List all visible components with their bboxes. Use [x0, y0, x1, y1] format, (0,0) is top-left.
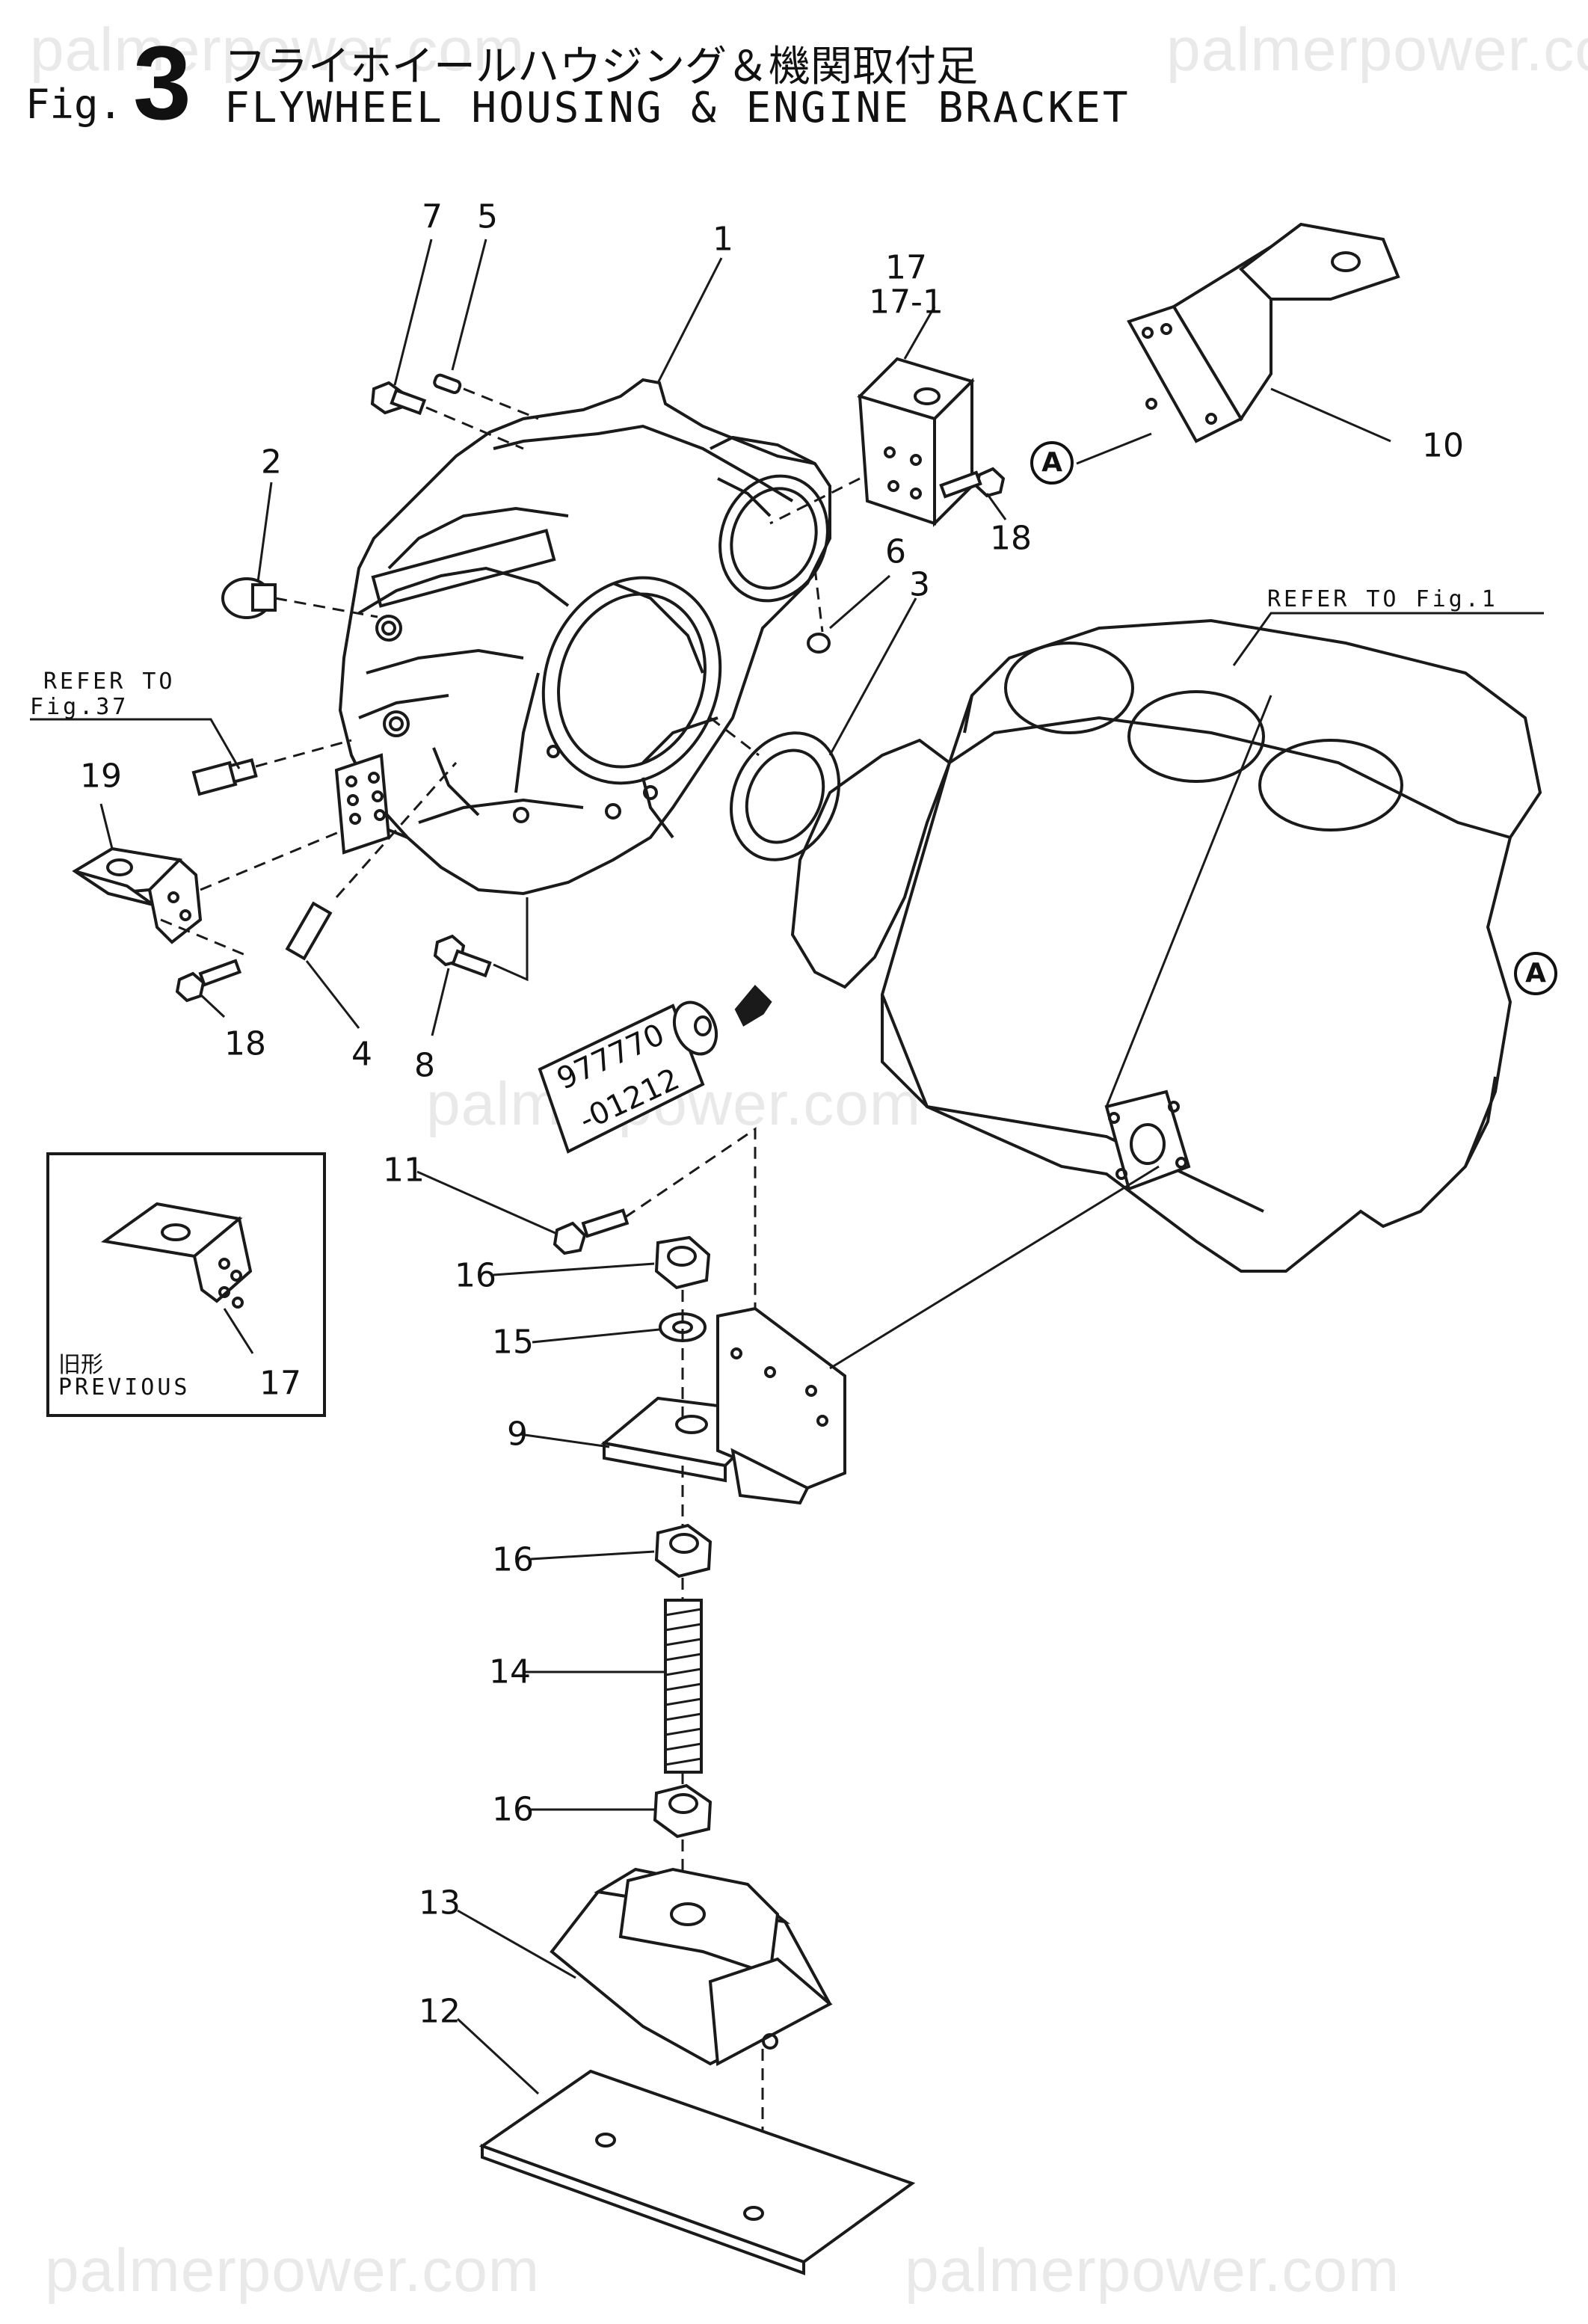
part-16-nut-top	[654, 1235, 711, 1290]
gasket-outline	[790, 738, 952, 989]
figure-prefix: Fig.	[25, 81, 123, 128]
callout-18-left: 18	[224, 1024, 266, 1063]
part-12-plate	[478, 2069, 916, 2275]
callout-15: 15	[492, 1323, 534, 1362]
callout-1: 1	[713, 220, 733, 259]
callout-13: 13	[419, 1884, 461, 1922]
callout-2: 2	[261, 443, 282, 482]
callout-11: 11	[383, 1151, 425, 1190]
part-16-nut-middle	[654, 1523, 713, 1578]
callout-3: 3	[909, 565, 930, 604]
engine-block	[880, 618, 1542, 1273]
refer-fig37-line1: REFER TO	[43, 668, 176, 695]
part-18-bolt-left	[175, 959, 242, 1003]
watermark-top-right: palmerpower.com	[1166, 16, 1588, 84]
watermark-bottom-right: palmerpower.com	[905, 2237, 1400, 2305]
fig37-sensor	[191, 739, 352, 796]
figure-number: 3	[133, 24, 191, 141]
part-10-rear-bracket	[1127, 222, 1400, 443]
inset-previous-en: PREVIOUS	[58, 1374, 191, 1401]
connector-a-top: A	[1030, 441, 1074, 485]
part-7-bolt	[370, 381, 524, 450]
callout-18-right: 18	[990, 519, 1032, 558]
inset-bracket-17	[100, 1202, 254, 1354]
callout-12: 12	[419, 1992, 461, 2031]
title-english: FLYWHEEL HOUSING & ENGINE BRACKET	[224, 84, 1130, 132]
callout-17-1: 17-1	[869, 283, 944, 322]
inset-callout-17: 17	[259, 1364, 301, 1403]
callout-5: 5	[477, 197, 498, 236]
callout-14: 14	[489, 1653, 531, 1691]
watermark-top-left: palmerpower.com	[30, 16, 526, 84]
sealant-tube	[538, 985, 772, 1154]
callout-17: 17	[885, 248, 927, 287]
refer-fig1: REFER TO Fig.1	[1267, 586, 1498, 612]
part-19-bracket	[72, 829, 345, 959]
callout-8: 8	[414, 1046, 435, 1085]
callout-7: 7	[422, 197, 443, 236]
callout-10: 10	[1422, 426, 1464, 465]
part-9-engine-bracket	[600, 1165, 1160, 1505]
connector-a-block: A	[1514, 952, 1557, 995]
part-2-plug	[221, 577, 378, 619]
callout-16-top: 16	[455, 1256, 496, 1295]
part-14-stud	[664, 1599, 703, 1774]
watermark-bottom-left: palmerpower.com	[45, 2237, 541, 2305]
part-5-dowel-pin	[433, 373, 539, 420]
part-18-bolt-right	[939, 467, 1006, 499]
part-6-o-ring	[807, 633, 831, 654]
inset-previous-jp: 旧形	[58, 1352, 103, 1378]
part-3-oil-seal	[710, 716, 840, 861]
part-17-bracket	[769, 357, 975, 527]
inset-previous-box	[46, 1152, 326, 1417]
refer-fig37-line2: Fig.37	[30, 694, 129, 720]
title-japanese: フライホイールハウジング＆機関取付足	[224, 43, 978, 91]
leader-lines	[30, 239, 1007, 2095]
part-11-bolt	[553, 1127, 793, 1400]
callout-16-bottom: 16	[492, 1790, 534, 1829]
part-16-nut-bottom	[653, 1783, 713, 1839]
part-8-bolt	[433, 897, 529, 982]
callout-4: 4	[351, 1035, 372, 1074]
callout-19: 19	[80, 757, 122, 796]
part-13-rubber-mount	[550, 1867, 833, 2067]
flywheel-housing	[334, 378, 831, 896]
part-4-sensor	[285, 762, 458, 961]
callout-9: 9	[507, 1415, 528, 1454]
callout-16-middle: 16	[492, 1540, 534, 1579]
callout-6: 6	[885, 532, 906, 571]
